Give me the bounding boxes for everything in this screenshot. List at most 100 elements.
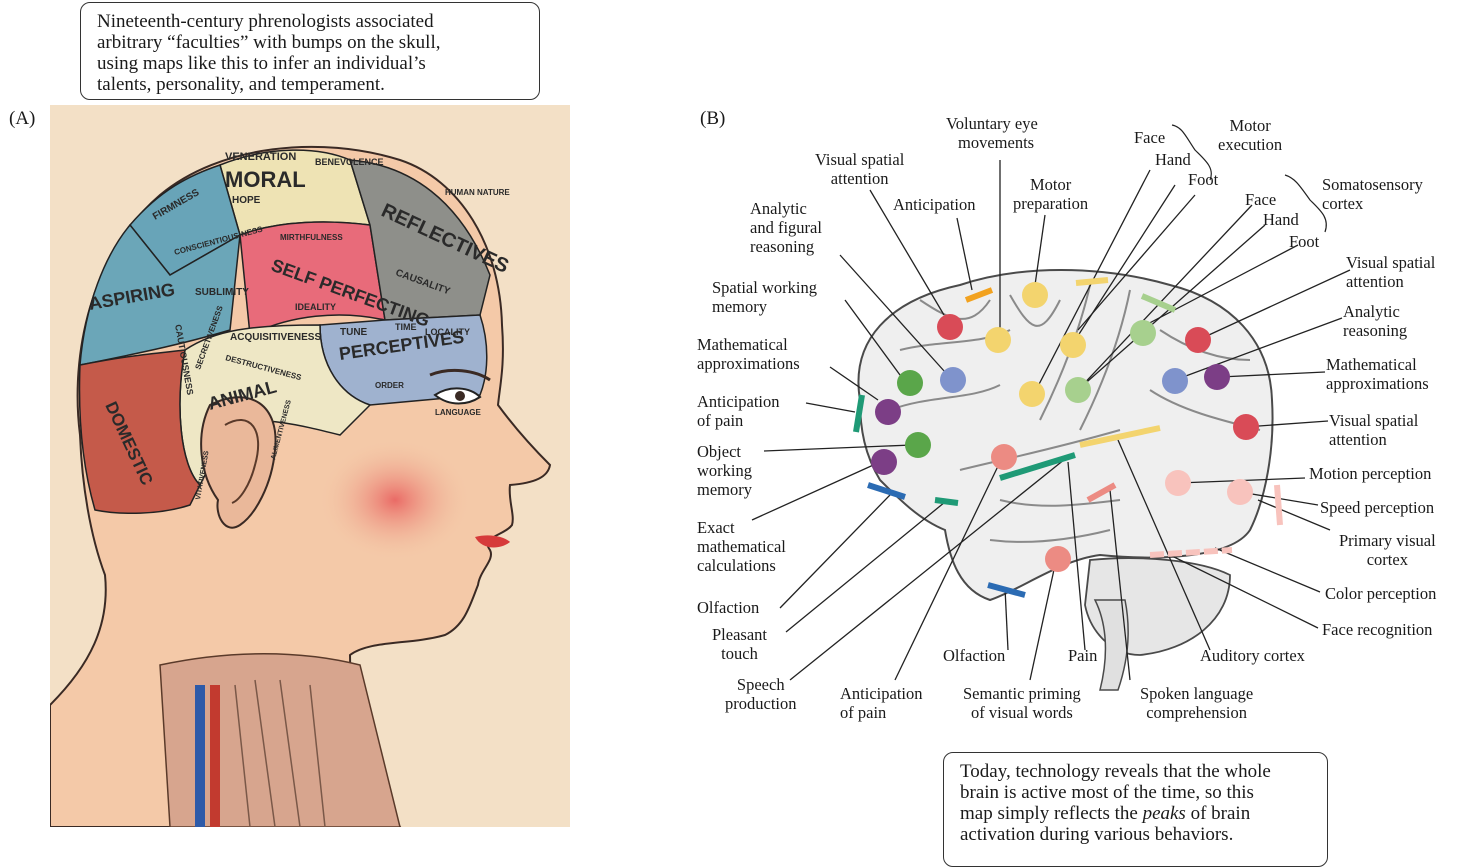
dot-visual-spatial-r1 bbox=[1185, 327, 1211, 353]
label-line: preparation bbox=[1013, 194, 1088, 213]
label-line: Visual spatial bbox=[815, 150, 904, 169]
label-line: memory bbox=[697, 480, 752, 499]
label-motor-execution: Motor execution bbox=[1218, 116, 1282, 154]
label-anticipation-of-pain-bottom: Anticipation of pain bbox=[840, 684, 922, 722]
dot-foot-som bbox=[1130, 320, 1156, 346]
label-semantic-priming: Semantic priming of visual words bbox=[963, 684, 1081, 722]
label-face-recognition: Face recognition bbox=[1322, 620, 1432, 639]
phrenology-callout: Nineteenth-century phrenologists associa… bbox=[80, 2, 540, 100]
label-line: approximations bbox=[697, 354, 800, 373]
dot-object-wm bbox=[905, 432, 931, 458]
bar-motor-yellow bbox=[1076, 280, 1108, 283]
bar-pleasant-touch bbox=[935, 500, 958, 503]
label-pleasant-touch: Pleasant touch bbox=[712, 625, 767, 663]
label-speed-perception: Speed perception bbox=[1320, 498, 1434, 517]
label-line: Voluntary eye bbox=[946, 114, 1038, 133]
label-line: attention bbox=[1329, 430, 1418, 449]
dot-spatial-wm bbox=[897, 370, 923, 396]
label-line: of pain bbox=[697, 411, 779, 430]
label-math-approx-left: Mathematical approximations bbox=[697, 335, 800, 373]
label-line: Semantic priming bbox=[963, 684, 1081, 703]
dot-math-approx-r bbox=[1204, 364, 1230, 390]
dot-hand-som bbox=[1065, 377, 1091, 403]
label-line: execution bbox=[1218, 135, 1282, 154]
label-line: Visual spatial bbox=[1329, 411, 1418, 430]
label-line: mathematical bbox=[697, 537, 786, 556]
dot-math-approx-left bbox=[875, 399, 901, 425]
label-line: Mathematical bbox=[1326, 355, 1429, 374]
label-line: Motor bbox=[1218, 116, 1282, 135]
label-spatial-working-memory: Spatial working memory bbox=[712, 278, 817, 316]
label-line: working bbox=[697, 461, 752, 480]
label-line: attention bbox=[815, 169, 904, 188]
callout-line: talents, personality, and temperament. bbox=[97, 74, 525, 95]
label-visual-spatial-right-1: Visual spatial attention bbox=[1346, 253, 1435, 291]
label-line: reasoning bbox=[750, 237, 822, 256]
label-line: approximations bbox=[1326, 374, 1429, 393]
label-line: Visual spatial bbox=[1346, 253, 1435, 272]
callout-line: brain is active most of the time, so thi… bbox=[960, 782, 1313, 803]
label-line: Spoken language bbox=[1140, 684, 1253, 703]
callout-emphasis: peaks bbox=[1143, 803, 1186, 824]
label-speech-production: Speech production bbox=[725, 675, 797, 713]
dot-antic-pain-bottom bbox=[991, 444, 1017, 470]
label-analytic-reasoning-right: Analytic reasoning bbox=[1343, 302, 1407, 340]
label-line: Exact bbox=[697, 518, 786, 537]
label-face-motor: Face bbox=[1134, 128, 1165, 147]
label-line: Motor bbox=[1013, 175, 1088, 194]
label-line: touch bbox=[712, 644, 767, 663]
label-line: production bbox=[725, 694, 797, 713]
bar-primary-visual bbox=[1277, 485, 1280, 525]
label-line: Pleasant bbox=[712, 625, 767, 644]
label-analytic-figural-reasoning: Analytic and figural reasoning bbox=[750, 199, 822, 256]
label-line: comprehension bbox=[1140, 703, 1253, 722]
label-line: and figural bbox=[750, 218, 822, 237]
callout-text: of brain bbox=[1186, 803, 1250, 824]
dot-eye-movements bbox=[985, 327, 1011, 353]
label-color-perception: Color perception bbox=[1325, 584, 1436, 603]
label-auditory-cortex: Auditory cortex bbox=[1200, 646, 1305, 665]
label-visual-spatial-right-2: Visual spatial attention bbox=[1329, 411, 1418, 449]
label-math-approx-right: Mathematical approximations bbox=[1326, 355, 1429, 393]
modern-imaging-callout: Today, technology reveals that the whole… bbox=[943, 752, 1328, 867]
label-line: cortex bbox=[1322, 194, 1423, 213]
label-line: reasoning bbox=[1343, 321, 1407, 340]
label-line: cortex bbox=[1339, 550, 1436, 569]
callout-line: map simply reflects the peaks of brain bbox=[960, 803, 1313, 824]
label-line: movements bbox=[946, 133, 1038, 152]
label-object-working-memory: Object working memory bbox=[697, 442, 752, 499]
dot-motion bbox=[1165, 470, 1191, 496]
label-olfaction-bottom: Olfaction bbox=[943, 646, 1005, 665]
label-line: Speech bbox=[725, 675, 797, 694]
label-face-somatosensory: Face bbox=[1245, 190, 1276, 209]
dot-semantic-priming bbox=[1045, 546, 1071, 572]
label-visual-spatial-attention-top: Visual spatial attention bbox=[815, 150, 904, 188]
label-anticipation-of-pain-left: Anticipation of pain bbox=[697, 392, 779, 430]
dot-analytic-r bbox=[1162, 368, 1188, 394]
dot-visual-spatial-r2 bbox=[1233, 414, 1259, 440]
label-line: attention bbox=[1346, 272, 1435, 291]
label-line: Mathematical bbox=[697, 335, 800, 354]
callout-text: map simply reflects the bbox=[960, 803, 1143, 824]
label-motion-perception: Motion perception bbox=[1309, 464, 1431, 483]
label-exact-math: Exact mathematical calculations bbox=[697, 518, 786, 575]
label-hand-motor: Hand bbox=[1155, 150, 1191, 169]
dot-hand-motor bbox=[1060, 332, 1086, 358]
label-line: Analytic bbox=[750, 199, 822, 218]
dot-exact-math bbox=[871, 449, 897, 475]
callout-line: using maps like this to infer an individ… bbox=[97, 53, 525, 74]
label-foot-somatosensory: Foot bbox=[1289, 232, 1319, 251]
dot-motor-prep bbox=[1022, 282, 1048, 308]
callout-line: Nineteenth-century phrenologists associa… bbox=[97, 11, 525, 32]
label-line: of visual words bbox=[963, 703, 1081, 722]
label-spoken-language: Spoken language comprehension bbox=[1140, 684, 1253, 722]
callout-line: activation during various behaviors. bbox=[960, 824, 1313, 845]
label-line: Somatosensory bbox=[1322, 175, 1423, 194]
label-primary-visual-cortex: Primary visual cortex bbox=[1339, 531, 1436, 569]
label-voluntary-eye-movements: Voluntary eye movements bbox=[946, 114, 1038, 152]
label-line: memory bbox=[712, 297, 817, 316]
dot-visual-spatial-left bbox=[937, 314, 963, 340]
callout-line: Today, technology reveals that the whole bbox=[960, 761, 1313, 782]
label-line: calculations bbox=[697, 556, 786, 575]
label-line: Analytic bbox=[1343, 302, 1407, 321]
